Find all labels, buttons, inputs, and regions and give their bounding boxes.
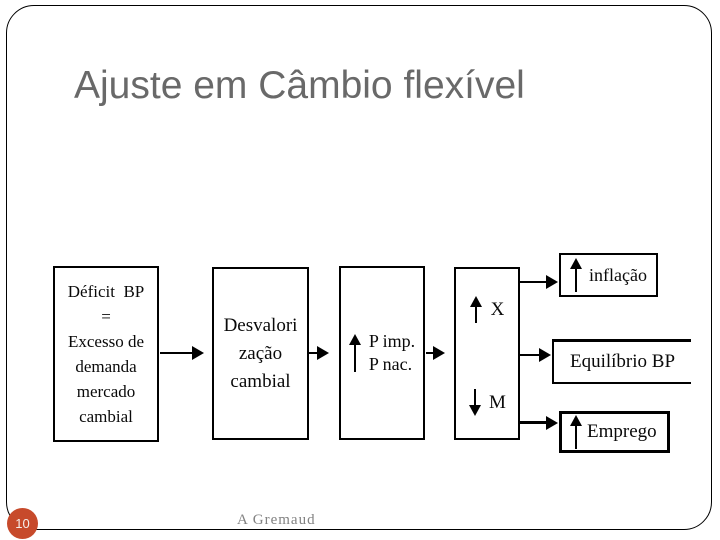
- flow-box-x-m: X M: [454, 267, 520, 440]
- outcome-label: inflação: [589, 264, 647, 285]
- page-number-badge: 10: [7, 508, 38, 539]
- up-arrow-icon: [349, 334, 362, 372]
- m-fall-row: M: [468, 389, 506, 416]
- box-line: Déficit BP: [67, 282, 145, 301]
- box-line: =: [101, 307, 111, 326]
- arrow-shaft: [520, 421, 548, 424]
- right-arrow-icon: [426, 346, 445, 360]
- slide-border: [6, 5, 712, 530]
- up-arrow-icon: [470, 296, 483, 323]
- arrow-shaft: [574, 267, 577, 292]
- box-line: cambial: [230, 370, 291, 392]
- x-rise-row: X: [470, 296, 505, 323]
- box-line: mercado: [76, 382, 136, 401]
- up-arrow-icon: [569, 415, 582, 449]
- up-arrow-icon: [569, 258, 582, 292]
- arrow-head: [470, 296, 483, 307]
- arrow-shaft: [354, 343, 357, 372]
- outcome-label: Equilíbrio BP: [569, 351, 676, 372]
- arrow-head: [433, 346, 445, 360]
- outcome-box-emprego: Emprego: [559, 411, 670, 453]
- right-arrow-icon: [160, 346, 204, 360]
- page-number: 10: [15, 516, 30, 531]
- arrow-head: [569, 258, 582, 269]
- box-line: P nac.: [368, 354, 413, 374]
- arrow-head: [546, 275, 558, 289]
- outcome-box-inflacao: inflação: [559, 253, 658, 297]
- right-arrow-icon: [520, 275, 558, 289]
- arrow-head: [546, 416, 558, 430]
- arrow-head: [349, 334, 362, 345]
- box-content: P imp. P nac.: [349, 330, 415, 376]
- arrow-head: [317, 346, 329, 360]
- arrow-shaft: [520, 354, 541, 356]
- box-line: zação: [238, 342, 283, 364]
- x-label: X: [490, 298, 505, 320]
- arrow-shaft: [473, 389, 476, 407]
- slide-title: Ajuste em Câmbio flexível: [74, 64, 525, 107]
- arrow-shaft: [160, 352, 194, 354]
- box-line: Excesso de: [67, 332, 144, 351]
- box-line: cambial: [79, 407, 133, 426]
- outcome-box-equilibrio-bp: Equilíbrio BP: [552, 339, 691, 384]
- arrow-shaft: [574, 424, 577, 449]
- arrow-shaft: [426, 352, 435, 354]
- arrow-head: [468, 405, 481, 416]
- flow-box-desvalorizacao: Desvalori zação cambial: [212, 267, 309, 440]
- right-arrow-icon: [520, 416, 558, 430]
- arrow-head: [569, 415, 582, 426]
- arrow-shaft: [309, 352, 319, 354]
- arrow-head: [192, 346, 204, 360]
- right-arrow-icon: [309, 346, 329, 360]
- flow-box-deficit-bp: Déficit BP = Excesso de demanda mercado …: [53, 266, 159, 442]
- box-line: demanda: [75, 357, 137, 376]
- down-arrow-icon: [468, 389, 481, 416]
- arrow-shaft: [520, 281, 548, 283]
- m-label: M: [489, 391, 506, 413]
- box-lines: P imp. P nac.: [369, 330, 415, 376]
- arrow-shaft: [475, 305, 478, 323]
- outcome-label: Emprego: [587, 421, 657, 442]
- arrow-head: [539, 348, 551, 362]
- box-line: Desvalori: [223, 314, 298, 336]
- footer-author: A Gremaud: [237, 512, 316, 528]
- box-line: P imp.: [368, 331, 416, 351]
- flow-box-precos: P imp. P nac.: [339, 266, 425, 440]
- right-arrow-icon: [520, 348, 551, 362]
